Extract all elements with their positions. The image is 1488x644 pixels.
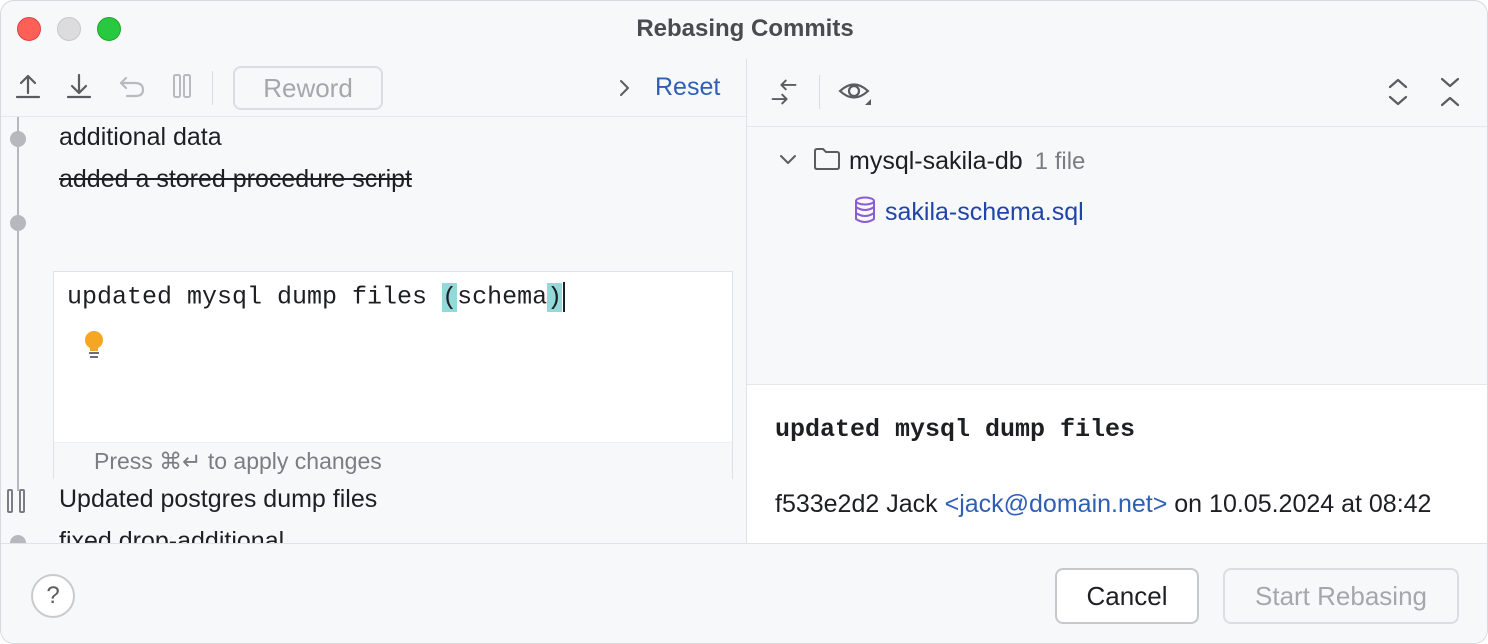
dialog-title: Rebasing Commits <box>636 15 854 42</box>
cancel-button[interactable]: Cancel <box>1055 568 1199 624</box>
database-icon <box>853 196 877 229</box>
close-window-button[interactable] <box>17 17 41 41</box>
commit-list: additional data added a stored procedure… <box>1 117 746 555</box>
commit-item[interactable]: additional data <box>59 123 222 151</box>
folder-icon <box>813 147 841 176</box>
compare-arrows-icon[interactable] <box>769 77 799 107</box>
undo-icon[interactable] <box>117 71 147 101</box>
pause-marker-icon <box>7 489 29 513</box>
author-email-link[interactable]: <jack@domain.net> <box>944 490 1168 518</box>
tree-file-row[interactable]: sakila-schema.sql <box>853 196 1084 229</box>
commit-hash[interactable]: f533e2d2 <box>775 490 880 518</box>
message-text-inner: schema <box>457 282 548 312</box>
folder-name: mysql-sakila-db <box>849 147 1023 175</box>
panel-splitter[interactable] <box>746 59 747 543</box>
commit-message-editor[interactable]: updated mysql dump files (schema) Press … <box>53 271 733 479</box>
commit-item-dropped[interactable]: added a stored procedure script <box>59 165 412 193</box>
file-count: 1 file <box>1034 147 1086 175</box>
commit-graph-line <box>17 117 19 491</box>
collapse-all-icon[interactable] <box>1435 77 1465 107</box>
toolbar-separator <box>819 75 820 109</box>
reset-link[interactable]: Reset <box>655 73 721 101</box>
pause-icon[interactable] <box>167 71 197 101</box>
eye-icon[interactable] <box>837 77 873 107</box>
commit-date: on 10.05.2024 at 08:42 <box>1174 490 1432 518</box>
reword-button[interactable]: Reword <box>233 66 383 110</box>
editor-hint-bar: Press ⌘↵ to apply changes <box>54 442 732 479</box>
maximize-window-button[interactable] <box>97 17 121 41</box>
commit-details: updated mysql dump files f533e2d2 Jack <… <box>747 385 1487 543</box>
commits-panel: Reword Reset additional data added a sto… <box>1 59 746 555</box>
dialog-footer: ? Cancel Start Rebasing <box>1 543 1487 643</box>
commit-author: Jack <box>886 490 938 518</box>
matched-paren-open: ( <box>442 282 458 312</box>
help-button[interactable]: ? <box>31 574 75 618</box>
start-rebasing-button[interactable]: Start Rebasing <box>1223 568 1459 624</box>
title-bar: Rebasing Commits <box>1 1 1487 59</box>
chevron-right-icon[interactable] <box>613 73 637 103</box>
move-up-icon[interactable] <box>13 71 43 101</box>
apply-hint: Press ⌘↵ to apply changes <box>94 448 382 474</box>
file-name: sakila-schema.sql <box>885 198 1084 226</box>
changes-panel: mysql-sakila-db 1 file sakila-schema.sql… <box>747 59 1487 543</box>
commit-node <box>10 215 26 231</box>
lightbulb-icon[interactable] <box>80 328 108 362</box>
move-down-icon[interactable] <box>64 71 94 101</box>
tree-folder-row[interactable]: mysql-sakila-db 1 file <box>777 147 1085 176</box>
commit-subject: updated mysql dump files <box>775 415 1136 444</box>
commits-toolbar: Reword Reset <box>1 59 746 117</box>
minimize-window-button[interactable] <box>57 17 81 41</box>
changed-files-tree: mysql-sakila-db 1 file sakila-schema.sql <box>747 127 1487 385</box>
commit-meta: f533e2d2 Jack <jack@domain.net> on 10.05… <box>775 487 1475 521</box>
chevron-down-icon[interactable] <box>777 148 799 175</box>
message-text: updated mysql dump files <box>67 282 443 312</box>
toolbar-separator <box>212 71 213 105</box>
text-caret <box>563 282 566 312</box>
commit-message-text[interactable]: updated mysql dump files (schema) <box>67 282 566 312</box>
expand-all-icon[interactable] <box>1383 77 1413 107</box>
commit-item[interactable]: Updated postgres dump files <box>59 485 378 513</box>
changes-toolbar <box>747 59 1487 127</box>
commit-node <box>10 131 26 147</box>
matched-paren-close: ) <box>547 282 563 312</box>
